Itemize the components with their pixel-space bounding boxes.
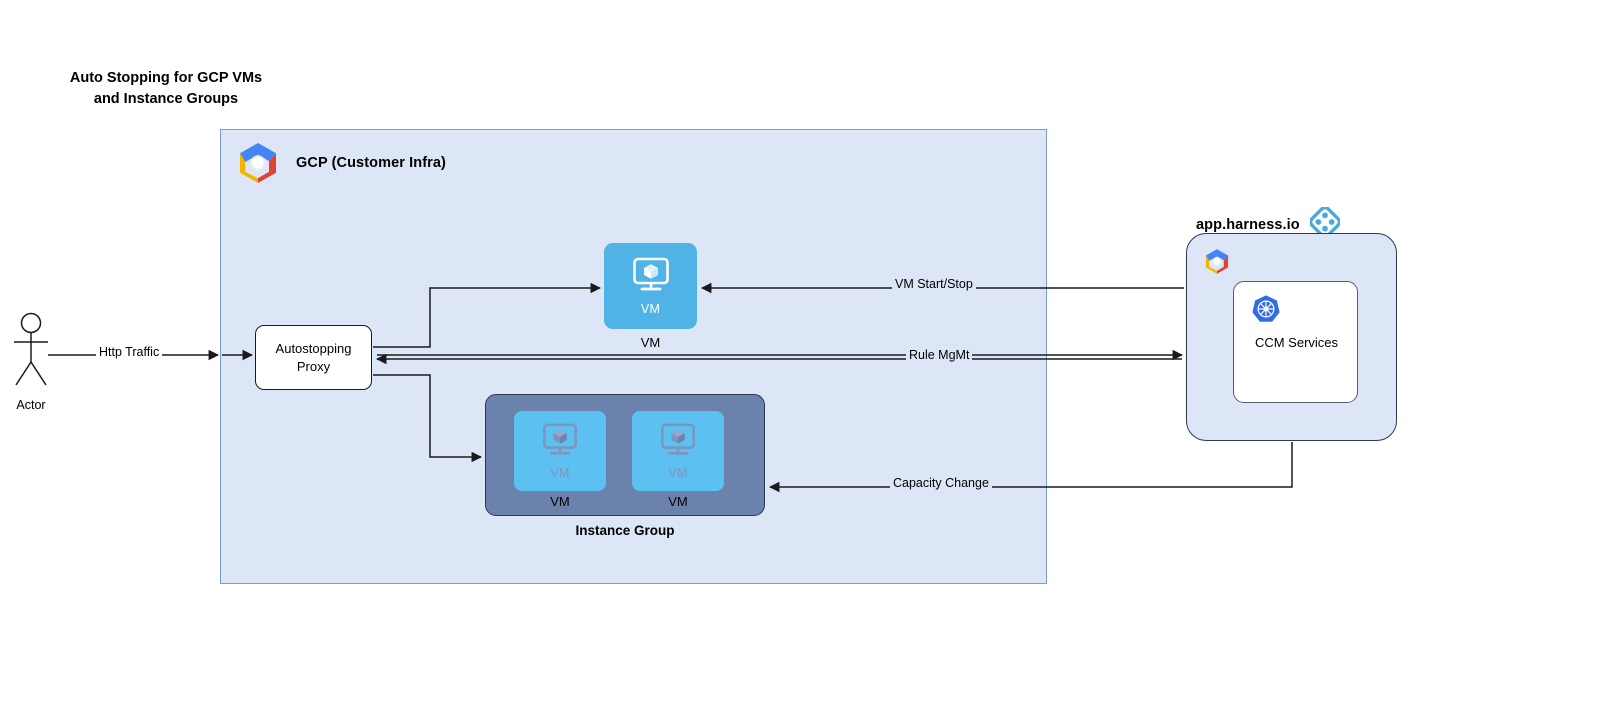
vm-node-inner-label: VM bbox=[640, 302, 661, 316]
harness-title-label: app.harness.io bbox=[1196, 216, 1300, 233]
vm-node-caption: VM bbox=[640, 335, 661, 350]
page-title: Auto Stopping for GCP VMs and Instance G… bbox=[69, 70, 263, 108]
stick-figure-actor-icon bbox=[14, 312, 48, 386]
vm-node[interactable]: VM bbox=[604, 243, 697, 329]
gcp-hexagon-logo-icon bbox=[1201, 247, 1233, 281]
gcp-hexagon-logo-icon bbox=[232, 140, 284, 186]
harness-title-group: app.harness.io bbox=[1196, 205, 1341, 242]
edge-label-vm-start-stop: VM Start/Stop bbox=[892, 277, 976, 291]
instance-group-vm-tile-1-inner-label: VM bbox=[550, 466, 570, 480]
instance-group-node[interactable]: VM VM VM VM bbox=[485, 394, 765, 516]
instance-group-caption: Instance Group bbox=[575, 523, 675, 538]
harness-platform-panel: CCM Services bbox=[1186, 233, 1397, 441]
instance-group-vm-tile-1-caption: VM bbox=[550, 494, 570, 509]
autostopping-proxy-node[interactable]: Autostopping Proxy bbox=[255, 325, 372, 390]
edge-label-http-traffic: Http Traffic bbox=[96, 345, 163, 359]
harness-diamond-logo-icon bbox=[1308, 205, 1341, 242]
ccm-services-label: CCM Services bbox=[1254, 335, 1339, 350]
instance-group-vm-tile-1[interactable]: VM bbox=[514, 411, 606, 491]
edge-label-rule-mgmt: Rule MgMt bbox=[906, 348, 973, 362]
ccm-services-node[interactable]: CCM Services bbox=[1233, 281, 1358, 403]
kubernetes-helm-icon bbox=[1251, 294, 1281, 329]
instance-group-vm-tile-2-inner-label: VM bbox=[668, 466, 688, 480]
vm-monitor-cube-icon bbox=[656, 422, 700, 465]
instance-group-vm-tile-2-caption: VM bbox=[668, 494, 688, 509]
instance-group-vm-tile-2[interactable]: VM bbox=[632, 411, 724, 491]
actor-figure bbox=[8, 312, 54, 388]
vm-monitor-cube-icon bbox=[538, 422, 582, 465]
vm-monitor-cube-icon bbox=[628, 256, 674, 301]
edge-label-capacity-change: Capacity Change bbox=[890, 476, 992, 490]
gcp-container-header: GCP (Customer Infra) bbox=[232, 140, 446, 186]
actor-label: Actor bbox=[16, 398, 46, 412]
gcp-container-label: GCP (Customer Infra) bbox=[296, 155, 446, 171]
